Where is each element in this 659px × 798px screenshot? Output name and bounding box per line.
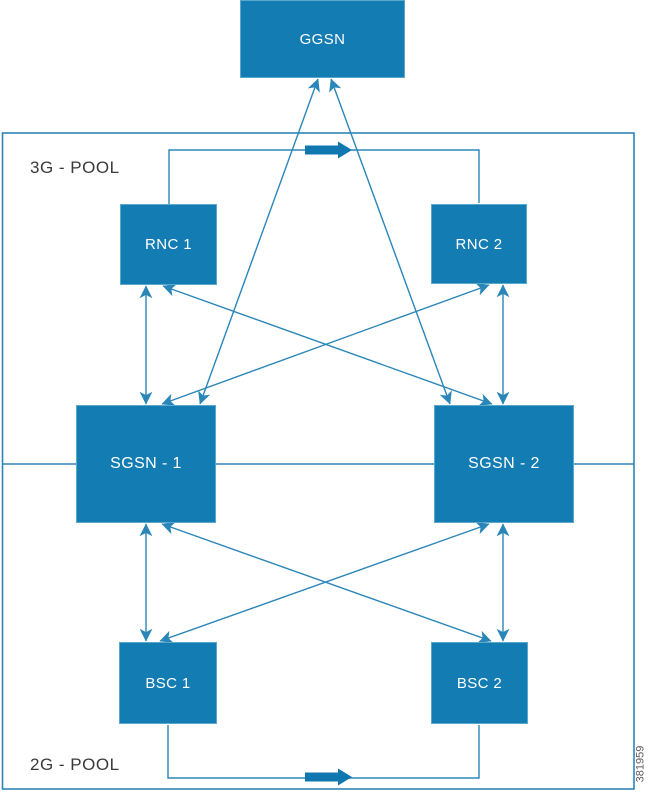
node-rnc1: RNC 1 [120,204,217,285]
bottom-flow-arrow-icon [305,768,352,786]
node-bsc2: BSC 2 [431,642,528,724]
node-bsc1-label: BSC 1 [145,674,191,692]
link-rnc2-sgsn1 [161,283,490,406]
node-sgsn1-label: SGSN - 1 [110,455,182,472]
node-rnc2-label: RNC 2 [455,235,503,253]
link-sgsn2-bsc1 [159,522,490,643]
bsc1-bsc2-connector [167,725,480,779]
node-ggsn: GGSN [240,0,405,78]
link-ggsn-sgsn1 [198,78,320,405]
node-ggsn-label: GGSN [299,30,346,48]
rnc1-rnc2-connector [168,149,480,204]
node-rnc1-label: RNC 1 [144,236,192,253]
node-sgsn1: SGSN - 1 [76,405,216,523]
node-bsc2-label: BSC 2 [456,674,503,692]
node-sgsn2: SGSN - 2 [434,405,574,523]
node-rnc2: RNC 2 [431,204,527,284]
node-bsc1: BSC 1 [119,642,217,724]
node-sgsn2-label: SGSN - 2 [468,455,540,472]
pool-3g-label: 3G - POOL [30,158,120,177]
top-flow-arrow-icon [305,141,352,159]
pool-2g-label: 2G - POOL [30,755,120,774]
figure-number: 381959 [634,745,647,783]
